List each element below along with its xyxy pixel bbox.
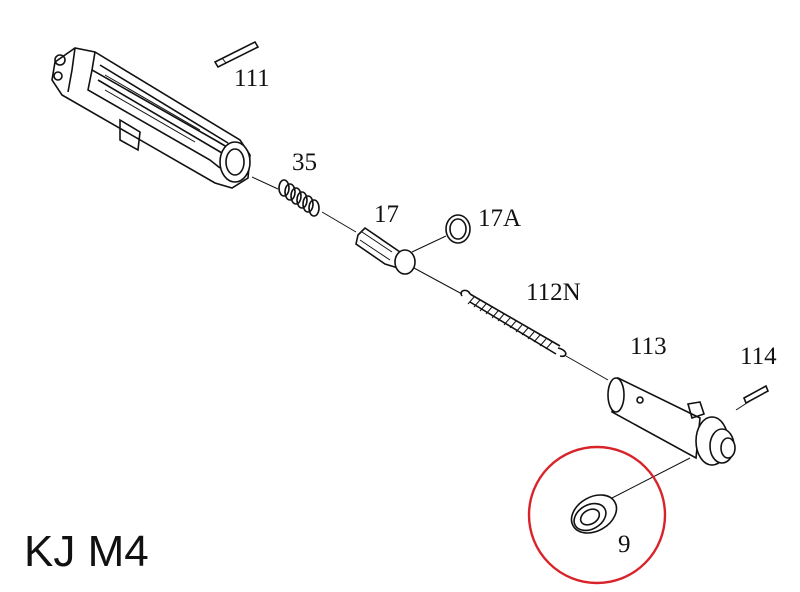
firing-pin-17 <box>355 226 416 275</box>
assembly-axis-lines <box>251 176 751 499</box>
pin-111 <box>213 40 260 69</box>
label-112n: 112N <box>526 279 581 306</box>
label-17a: 17A <box>478 205 521 232</box>
highlight-circle <box>527 445 667 585</box>
label-35: 35 <box>292 149 317 176</box>
label-111: 111 <box>234 65 270 92</box>
model-label: KJ M4 <box>24 527 149 576</box>
o-ring-17a <box>445 214 471 244</box>
bolt-carrier <box>51 47 251 189</box>
spring-112n <box>460 289 567 358</box>
ring-9 <box>570 494 618 534</box>
pin-114 <box>742 384 770 405</box>
label-17: 17 <box>374 201 399 228</box>
label-113: 113 <box>630 333 667 360</box>
label-9: 9 <box>618 531 631 558</box>
label-114: 114 <box>740 343 777 370</box>
bolt-113 <box>607 376 736 466</box>
spring-35 <box>278 179 320 217</box>
